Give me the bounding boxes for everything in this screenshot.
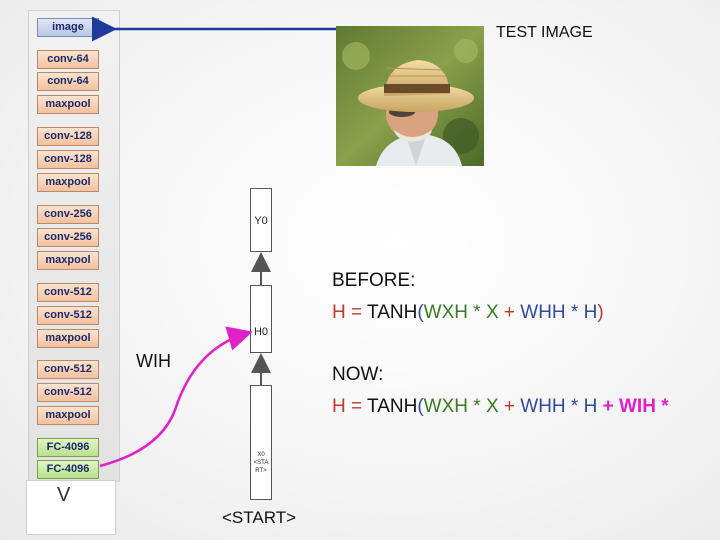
wih-label: WIH [136, 351, 171, 371]
vgg-layer-conv-128: conv-128 [37, 127, 99, 146]
vgg-layer-conv-256: conv-256 [37, 228, 99, 247]
test-image-label: TEST IMAGE [496, 24, 593, 41]
vgg-layer-conv-512: conv-512 [37, 383, 99, 402]
before-equation: H = TANH(WXH * X + WHH * H) [332, 302, 604, 323]
vgg-layer-maxpool: maxpool [37, 329, 99, 348]
x0-line-2: <STA [253, 460, 269, 466]
vgg-layer-conv-64: conv-64 [37, 72, 99, 91]
h0-hidden-box: H0 [250, 285, 272, 353]
y0-output-box: Y0 [250, 188, 272, 252]
vgg-layer-conv-128: conv-128 [37, 150, 99, 169]
start-token-label: <START> [222, 508, 297, 527]
before-title: BEFORE: [332, 270, 416, 291]
vgg-layer-conv-256: conv-256 [37, 205, 99, 224]
vgg-layer-image: image [37, 18, 99, 37]
now-title: NOW: [332, 364, 384, 385]
v-to-h0-wih-arrow [99, 326, 253, 468]
vgg-layer-conv-512: conv-512 [37, 360, 99, 379]
h0-label: H0 [253, 326, 269, 338]
vgg-layer-maxpool: maxpool [37, 173, 99, 192]
y0-label: Y0 [254, 215, 268, 227]
vgg-layer-maxpool: maxpool [37, 406, 99, 425]
test-image-photo [336, 26, 484, 166]
vgg-layer-conv-512: conv-512 [37, 306, 99, 325]
vgg-layer-conv-512: conv-512 [37, 283, 99, 302]
vgg-layer-maxpool: maxpool [37, 95, 99, 114]
x0-line-3: RT> [255, 468, 267, 474]
x0-line-1: X0 [257, 452, 265, 458]
vgg-layer-fc-4096: FC-4096 [37, 460, 99, 479]
v-label: V [57, 484, 71, 506]
vgg-layer-maxpool: maxpool [37, 251, 99, 270]
x0-input-box: X0 <STA RT> [250, 385, 272, 500]
now-equation: H = TANH(WXH * X + WHH * H + WIH * [332, 396, 669, 417]
vgg-layer-conv-64: conv-64 [37, 50, 99, 69]
v-feature-box: V [26, 480, 116, 535]
man-with-straw-hat-picture [336, 26, 484, 166]
vgg-layer-fc-4096: FC-4096 [37, 438, 99, 457]
